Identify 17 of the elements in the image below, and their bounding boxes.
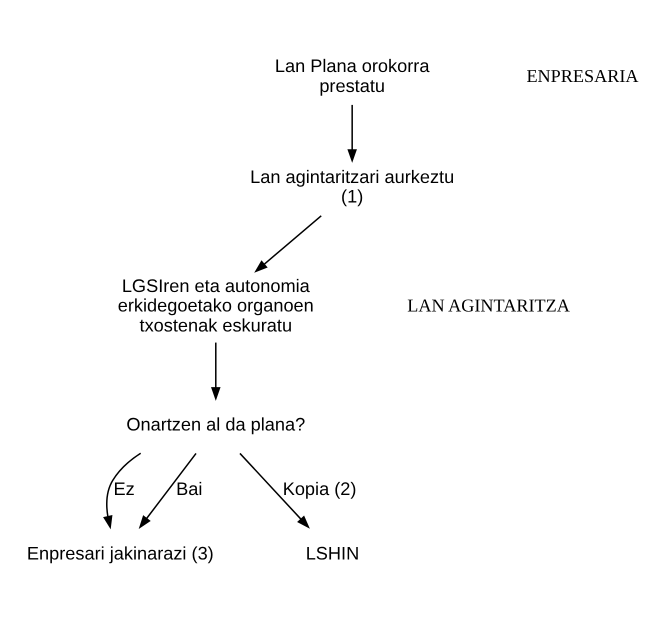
arrow: [138, 452, 197, 529]
arrow: [103, 452, 142, 530]
edge-label: Bai: [176, 478, 202, 499]
arrow: [347, 104, 357, 163]
node-text: Onartzen al da plana?: [126, 414, 306, 435]
arrow: [239, 452, 310, 529]
arrow: [254, 215, 322, 273]
node-text: Lan agintaritzari aurkeztu (1): [250, 166, 454, 207]
label: ENPRESARIA: [526, 66, 639, 86]
node-text: LGSIren eta autonomia erkidegoetako organoen txostenak eskuratu: [118, 276, 314, 336]
node-text: LSHIN: [306, 543, 360, 564]
edge-label: Kopia (2): [282, 478, 356, 499]
node-text: Enpresari jakinarazi (3): [26, 543, 214, 564]
label: LAN AGINTARITZA: [407, 296, 570, 316]
node-text: Lan Plana orokorra prestatu: [274, 56, 430, 96]
edge-label: Ez: [114, 478, 135, 499]
arrow: [211, 342, 221, 401]
